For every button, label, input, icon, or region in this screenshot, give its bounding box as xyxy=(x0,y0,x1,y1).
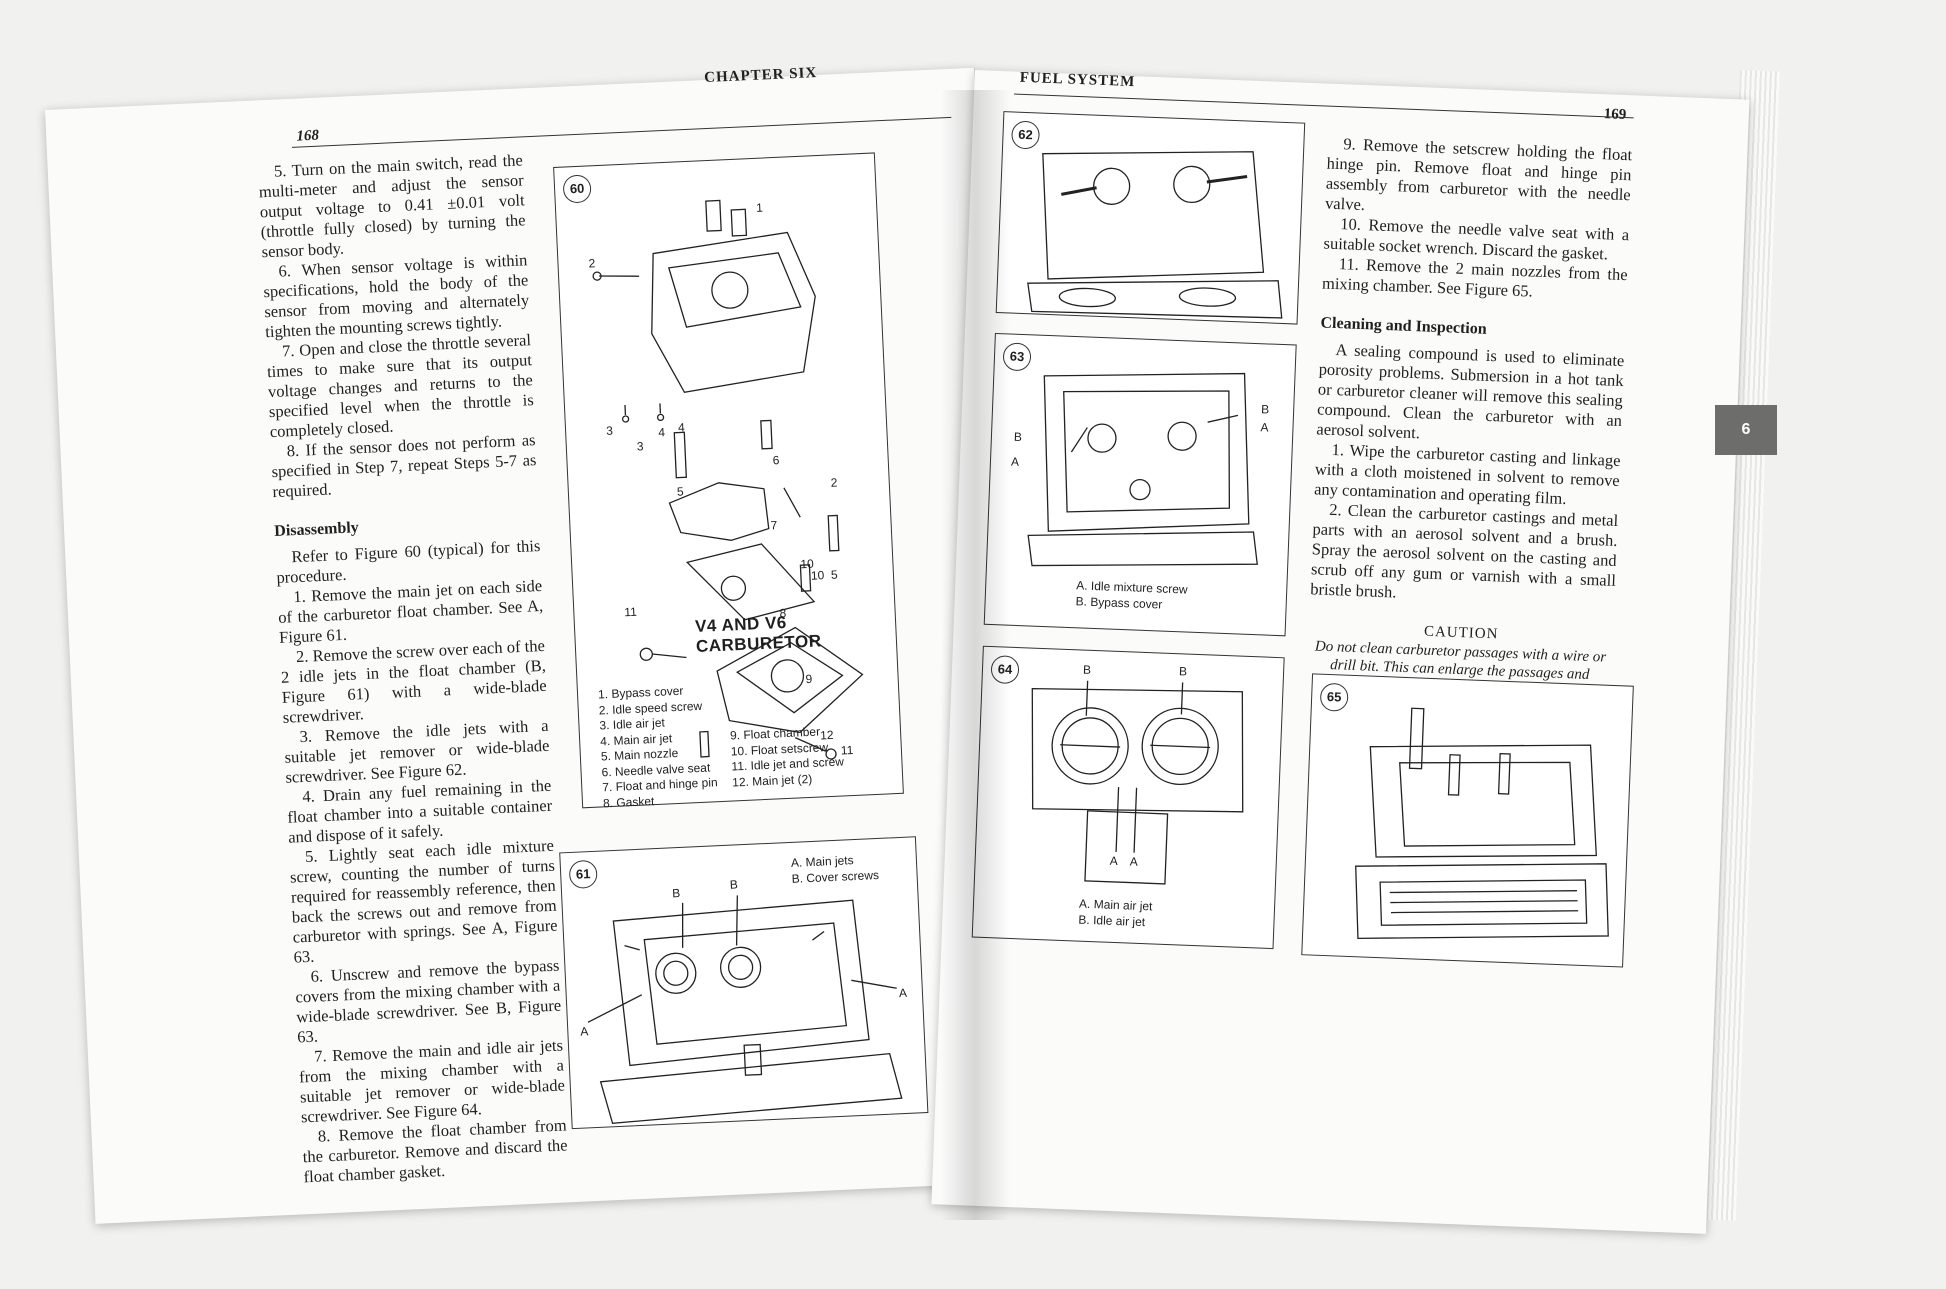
disassembly-step-5: 5. Lightly seat each idle mixture screw,… xyxy=(289,835,558,967)
label-a-left: A xyxy=(580,1024,589,1039)
legend-item: B. Idle air jet xyxy=(1078,912,1146,930)
main-nozzles-drawing xyxy=(1355,707,1609,939)
figure-63: 63 B A B A A. Idle mixture screw B. Bypa… xyxy=(983,332,1297,637)
page-number: 168 xyxy=(296,127,320,145)
air-jets-drawing xyxy=(1031,680,1244,885)
disassembly-step-8: 8. Remove the float chamber from the car… xyxy=(302,1115,568,1187)
running-head: FUEL SYSTEM xyxy=(1019,69,1136,91)
callout-2: 2 xyxy=(588,256,596,271)
carburetor-float-chamber-drawing xyxy=(587,895,903,1124)
figure-64: 64 B B A A A. Main air jet B. Idle air j… xyxy=(971,645,1285,950)
figure-63-legend: A. Idle mixture screw B. Bypass cover xyxy=(1075,577,1188,613)
book-gutter xyxy=(940,90,1010,1220)
label-a-right: A xyxy=(898,985,908,1001)
header-rule xyxy=(291,116,952,148)
callout-4b: 4 xyxy=(677,420,686,435)
callout-9: 9 xyxy=(805,671,813,687)
callout-5: 5 xyxy=(676,484,684,499)
figure-65: 65 xyxy=(1301,673,1634,968)
cleaning-intro: A sealing compound is used to eliminate … xyxy=(1316,340,1625,443)
right-page: FUEL SYSTEM 169 62 9. Remove the setscre… xyxy=(931,69,1750,1234)
callout-3: 3 xyxy=(605,423,614,438)
callout-6: 6 xyxy=(772,453,780,468)
step-5: 5. Turn on the main switch, read the mul… xyxy=(258,150,526,262)
figure-60-legend-right: 9. Float chamber 10. Float setscrew 11. … xyxy=(730,722,845,789)
figure-62: 62 xyxy=(995,111,1306,325)
label-b-right: B xyxy=(729,877,739,892)
figure-61-legend: A. Main jets B. Cover screws xyxy=(791,851,880,887)
disassembly-step-7: 7. Remove the main and idle air jets fro… xyxy=(298,1035,566,1127)
left-page: 168 CHAPTER SIX 5. Turn on the main swit… xyxy=(45,64,1026,1224)
step-7: 7. Open and close the throttle several t… xyxy=(266,330,535,442)
disassembly-step-6: 6. Unscrew and remove the bypass covers … xyxy=(295,955,562,1047)
figure-61: 61 B B A A A. Main jets B. Cover screws xyxy=(559,836,929,1130)
label-a-right: A xyxy=(1129,854,1139,869)
label-b-left: B xyxy=(1013,429,1023,445)
label-b-right: B xyxy=(1260,402,1270,417)
callout-4: 4 xyxy=(657,425,666,440)
step-6: 6. When sensor voltage is within specifi… xyxy=(263,250,530,342)
disassembly-step-2: 2. Remove the screw over each of the 2 i… xyxy=(280,635,548,727)
running-head: CHAPTER SIX xyxy=(703,64,818,87)
callout-10b: 10 xyxy=(810,568,825,583)
step-8: 8. If the sensor does not perform as spe… xyxy=(271,430,537,502)
figure-60-legend-left: 1. Bypass cover 2. Idle speed screw 3. I… xyxy=(598,681,719,810)
label-a-right: A xyxy=(1260,420,1269,435)
figure-64-legend: A. Main air jet B. Idle air jet xyxy=(1078,896,1153,931)
page-number: 169 xyxy=(1603,106,1627,124)
idle-jet-removal-drawing xyxy=(1027,151,1283,319)
exploded-carburetor-drawing xyxy=(592,199,864,760)
cleaning-step-2: 2. Clean the carburetor castings and met… xyxy=(1309,499,1619,602)
step-9: 9. Remove the setscrew holding the float… xyxy=(1324,134,1633,215)
callout-2b: 2 xyxy=(830,475,838,490)
callout-3b: 3 xyxy=(636,439,644,454)
left-text-column: 5. Turn on the main switch, read the mul… xyxy=(258,150,569,1187)
label-b-left: B xyxy=(1082,662,1092,677)
right-text-column: 9. Remove the setscrew holding the float… xyxy=(1306,134,1633,703)
callout-7: 7 xyxy=(770,518,778,533)
idle-mixture-screw-drawing xyxy=(1027,372,1258,567)
label-a-left: A xyxy=(1109,853,1119,869)
label-a-left: A xyxy=(1010,454,1020,469)
callout-5b: 5 xyxy=(830,567,838,582)
chapter-tab: 6 xyxy=(1715,405,1777,455)
figure-60: 60 xyxy=(553,152,904,810)
callout-1: 1 xyxy=(755,200,764,215)
callout-11: 11 xyxy=(624,604,638,620)
label-b-right: B xyxy=(1178,664,1188,679)
label-b-left: B xyxy=(671,885,681,901)
